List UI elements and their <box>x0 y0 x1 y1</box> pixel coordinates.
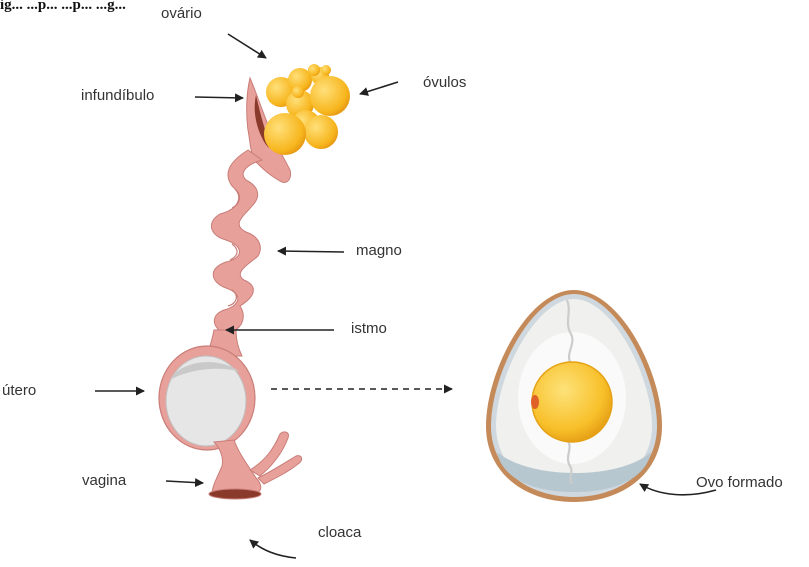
istmo-label: istmo <box>351 320 387 337</box>
cloaca-arrow <box>250 540 296 558</box>
ovario-label: ovário <box>161 5 202 22</box>
magnum-shape <box>211 150 262 334</box>
magno-arrow <box>278 251 344 252</box>
vagina-shape <box>212 440 261 494</box>
ovo-formado-label: Ovo formado <box>696 474 783 491</box>
cloaca-opening <box>209 489 261 499</box>
figure-heading: ig... ...p... ...p... ...g... <box>0 0 126 13</box>
ovulos-label: óvulos <box>423 74 466 91</box>
cloaca-label: cloaca <box>318 524 362 541</box>
ovary-cluster <box>264 64 350 155</box>
ovulos-arrow <box>360 82 398 94</box>
infundibulo-label: infundíbulo <box>81 87 154 104</box>
vagina-label: vagina <box>82 472 127 489</box>
vagina-arrow <box>166 481 203 483</box>
infundibulo-arrow <box>195 97 243 98</box>
egg-yolk <box>532 362 612 442</box>
ovario-arrow <box>228 34 266 58</box>
formed-egg <box>486 290 662 502</box>
magno-label: magno <box>356 242 402 259</box>
utero-label: útero <box>2 382 36 399</box>
